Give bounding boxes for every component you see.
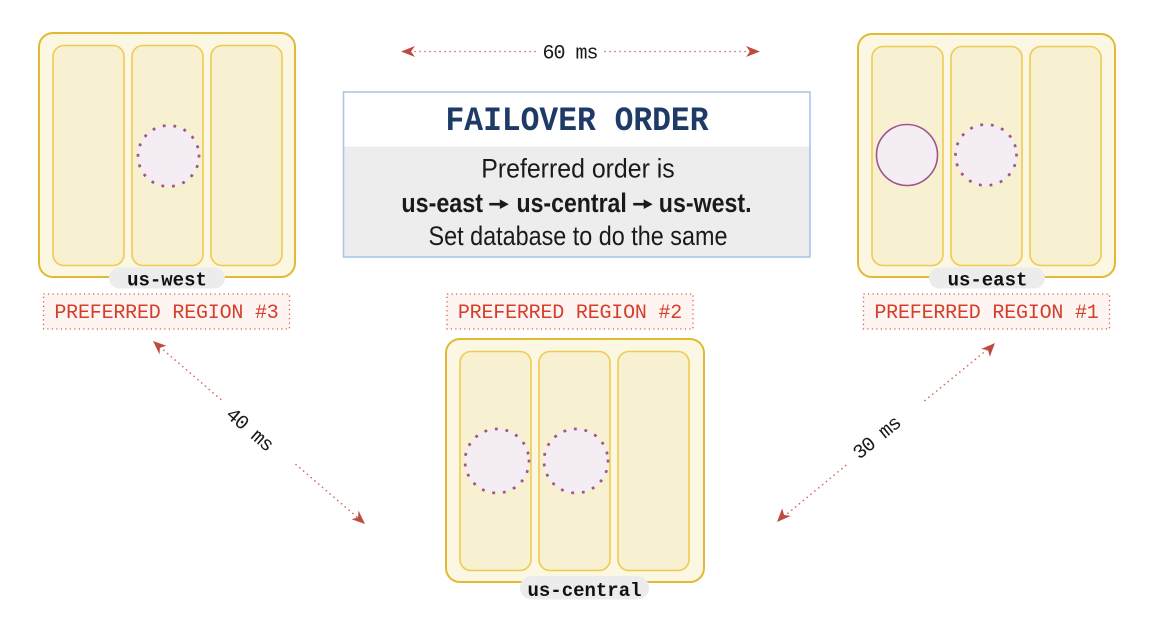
svg-text:us-east: us-east [948,270,1028,292]
svg-text:Preferred order is: Preferred order is [481,154,675,184]
svg-text:us-east: us-east [401,188,483,218]
svg-text:Set database to do the same: Set database to do the same [429,221,728,251]
svg-text:PREFERRED REGION #3: PREFERRED REGION #3 [54,302,278,325]
svg-text:us-west.: us-west. [659,188,752,218]
svg-text:60 ms: 60 ms [542,43,597,66]
svg-text:us-central: us-central [527,580,641,602]
svg-text:PREFERRED REGION #2: PREFERRED REGION #2 [458,302,682,325]
svg-text:FAILOVER ORDER: FAILOVER ORDER [446,103,710,141]
svg-text:us-central: us-central [517,188,627,218]
svg-text:us-west: us-west [127,270,207,292]
svg-text:PREFERRED REGION #1: PREFERRED REGION #1 [874,302,1098,325]
